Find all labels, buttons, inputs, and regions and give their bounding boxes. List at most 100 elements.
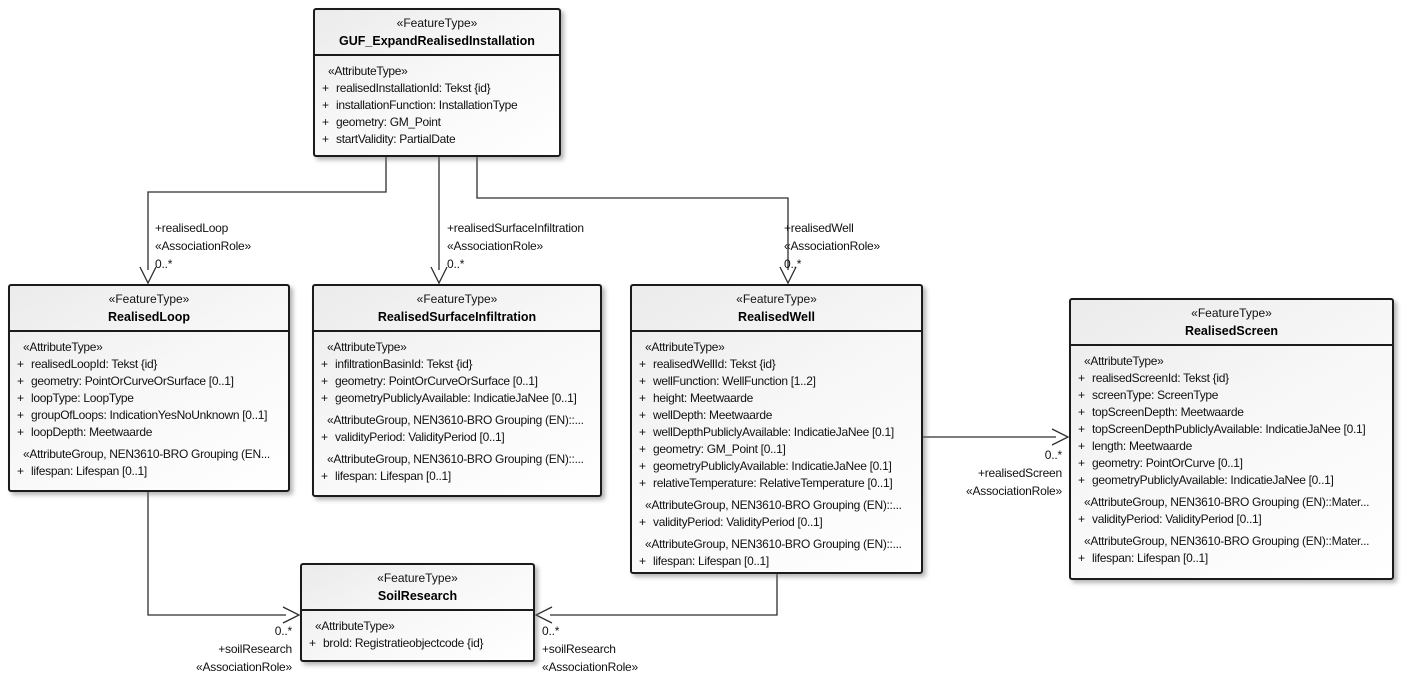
attribute-row: +broId: Registratieobjectcode {id} — [302, 635, 530, 652]
role-name: +realisedSurfaceInfiltration — [447, 221, 584, 235]
attribute-row: +geometryPubliclyAvailable: IndicatieJaN… — [314, 390, 597, 407]
class-stereotype: «FeatureType» — [108, 292, 190, 306]
visibility-marker: + — [1078, 422, 1085, 436]
visibility-marker: + — [1078, 405, 1085, 419]
visibility-marker: + — [17, 391, 24, 405]
association-label-soil-research-from-well: 0..* +soilResearch «AssociationRole» — [542, 622, 638, 676]
stereotype-header: «AttributeType» — [327, 340, 407, 354]
attribute-row: +lifespan: Lifespan [0..1] — [314, 468, 597, 485]
visibility-marker: + — [322, 115, 329, 129]
visibility-marker: + — [17, 464, 24, 478]
visibility-marker: + — [322, 81, 329, 95]
attribute-row: +geometry: GM_Point [0..1] — [632, 441, 918, 458]
role-name: +realisedWell — [784, 221, 854, 235]
class-realised-screen[interactable]: «FeatureType» RealisedScreen «AttributeT… — [1069, 298, 1394, 580]
multiplicity-label: 0..* — [784, 257, 802, 271]
visibility-marker: + — [322, 132, 329, 146]
role-name: +soilResearch — [542, 642, 616, 656]
attribute-compartment: «AttributeType» +broId: Registratieobjec… — [302, 611, 533, 660]
role-name: +soilResearch — [218, 642, 292, 656]
attribute-row: +wellFunction: WellFunction [1..2] — [632, 373, 918, 390]
visibility-marker: + — [639, 515, 646, 529]
arrowhead-realised-loop — [139, 266, 157, 285]
attribute-compartment: «AttributeType» +realisedWellId: Tekst {… — [632, 332, 921, 572]
attribute-group-header: «AttributeGroup, NEN3610-BRO Grouping (E… — [327, 452, 584, 466]
attribute-compartment: «AttributeType» +realisedLoopId: Tekst {… — [10, 332, 288, 490]
attribute-compartment: «AttributeType» +realisedInstallationId:… — [315, 56, 559, 155]
attribute-row: +relativeTemperature: RelativeTemperatur… — [632, 475, 918, 492]
visibility-marker: + — [639, 554, 646, 568]
class-name: RealisedWell — [738, 310, 815, 324]
attribute-row: +geometry: GM_Point — [315, 114, 556, 131]
association-label-realised-surface-infiltration: +realisedSurfaceInfiltration «Associatio… — [447, 219, 584, 273]
attribute-row: +installationFunction: InstallationType — [315, 97, 556, 114]
attribute-compartment: «AttributeType» +realisedScreenId: Tekst… — [1071, 346, 1392, 578]
stereotype-header: «AttributeType» — [23, 340, 103, 354]
class-realised-loop[interactable]: «FeatureType» RealisedLoop «AttributeTyp… — [8, 284, 290, 492]
class-header: «FeatureType» RealisedScreen — [1071, 300, 1392, 346]
visibility-marker: + — [321, 469, 328, 483]
attribute-row: +validityPeriod: ValidityPeriod [0..1] — [1071, 511, 1389, 528]
attribute-row: +geometry: PointOrCurveOrSurface [0..1] — [10, 373, 285, 390]
stereotype-header: «AttributeType» — [315, 619, 395, 633]
association-label-realised-loop: +realisedLoop «AssociationRole» 0..* — [155, 219, 251, 273]
attribute-row: +lifespan: Lifespan [0..1] — [632, 553, 918, 570]
association-label-realised-well: +realisedWell «AssociationRole» 0..* — [784, 219, 880, 273]
class-stereotype: «FeatureType» — [736, 292, 817, 306]
class-guf-expand-realised-installation[interactable]: «FeatureType» GUF_ExpandRealisedInstalla… — [313, 8, 561, 157]
class-header: «FeatureType» GUF_ExpandRealisedInstalla… — [315, 10, 559, 56]
role-name: +realisedLoop — [155, 221, 229, 235]
stereotype-label: «AssociationRole» — [196, 660, 292, 674]
class-header: «FeatureType» SoilResearch — [302, 565, 533, 611]
attribute-row: +geometryPubliclyAvailable: IndicatieJaN… — [632, 458, 918, 475]
class-stereotype: «FeatureType» — [396, 16, 478, 30]
connector-realised-well — [476, 157, 789, 270]
arrowhead-soil-research-from-well — [534, 606, 553, 624]
association-label-soil-research-from-loop: 0..* +soilResearch «AssociationRole» — [160, 622, 292, 676]
class-realised-surface-infiltration[interactable]: «FeatureType» RealisedSurfaceInfiltratio… — [312, 284, 602, 497]
attribute-row: +realisedWellId: Tekst {id} — [632, 356, 918, 373]
visibility-marker: + — [1078, 439, 1085, 453]
attribute-row: +geometry: PointOrCurve [0..1] — [1071, 455, 1389, 472]
class-header: «FeatureType» RealisedSurfaceInfiltratio… — [314, 286, 600, 332]
visibility-marker: + — [322, 98, 329, 112]
multiplicity-label: 0..* — [274, 624, 292, 638]
visibility-marker: + — [639, 442, 646, 456]
attribute-group-header: «AttributeGroup, NEN3610-BRO Grouping (E… — [327, 413, 584, 427]
attribute-group-header: «AttributeGroup, NEN3610-BRO Grouping (E… — [1084, 534, 1370, 548]
visibility-marker: + — [1078, 473, 1085, 487]
stereotype-label: «AssociationRole» — [966, 484, 1062, 498]
stereotype-header: «AttributeType» — [645, 340, 725, 354]
multiplicity-label: 0..* — [542, 624, 560, 638]
attribute-row: +length: Meetwaarde — [1071, 438, 1389, 455]
attribute-row: +wellDepth: Meetwaarde — [632, 407, 918, 424]
role-name: +realisedScreen — [977, 466, 1062, 480]
class-stereotype: «FeatureType» — [377, 571, 458, 585]
multiplicity-label: 0..* — [1044, 448, 1062, 462]
visibility-marker: + — [1078, 512, 1085, 526]
attribute-row: +groupOfLoops: IndicationYesNoUnknown [0… — [10, 407, 285, 424]
attribute-row: +screenType: ScreenType — [1071, 387, 1389, 404]
visibility-marker: + — [639, 391, 646, 405]
visibility-marker: + — [639, 357, 646, 371]
attribute-row: +validityPeriod: ValidityPeriod [0..1] — [314, 429, 597, 446]
class-soil-research[interactable]: «FeatureType» SoilResearch «AttributeTyp… — [300, 563, 535, 662]
attribute-row: +wellDepthPubliclyAvailable: IndicatieJa… — [632, 424, 918, 441]
visibility-marker: + — [309, 636, 316, 650]
visibility-marker: + — [321, 430, 328, 444]
visibility-marker: + — [639, 374, 646, 388]
arrowhead-soil-research-from-loop — [282, 606, 301, 624]
class-name: GUF_ExpandRealisedInstallation — [339, 34, 535, 48]
stereotype-label: «AssociationRole» — [784, 239, 880, 253]
visibility-marker: + — [1078, 456, 1085, 470]
visibility-marker: + — [639, 425, 646, 439]
attribute-row: +realisedScreenId: Tekst {id} — [1071, 370, 1389, 387]
visibility-marker: + — [321, 374, 328, 388]
attribute-row: +lifespan: Lifespan [0..1] — [1071, 550, 1389, 567]
attribute-row: +topScreenDepth: Meetwaarde — [1071, 404, 1389, 421]
class-realised-well[interactable]: «FeatureType» RealisedWell «AttributeTyp… — [630, 284, 923, 574]
visibility-marker: + — [17, 425, 24, 439]
attribute-group-header: «AttributeGroup, NEN3610-BRO Grouping (E… — [23, 447, 270, 461]
